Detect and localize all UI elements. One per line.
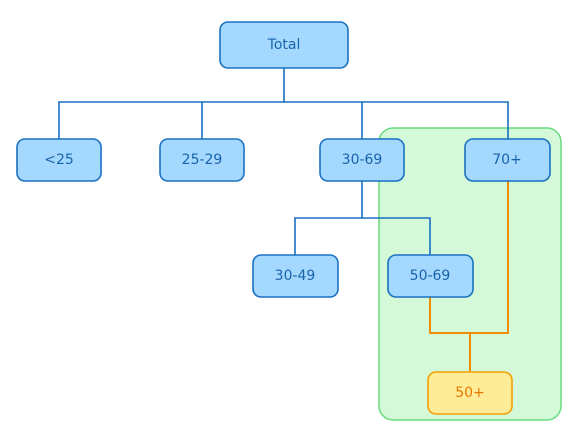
node-50-plus[interactable]: 50+ bbox=[427, 371, 513, 415]
merge-connectors bbox=[429, 180, 509, 373]
node-total-label: Total bbox=[267, 37, 301, 53]
node-30-69-label: 30-69 bbox=[342, 152, 383, 168]
node-30-69-box bbox=[319, 138, 405, 182]
node-70-plus-label: 70+ bbox=[492, 152, 522, 168]
node-under-25-box bbox=[16, 138, 102, 182]
node-25-29-label: 25-29 bbox=[182, 152, 223, 168]
node-total-box bbox=[219, 21, 349, 69]
node-30-49[interactable]: 30-49 bbox=[252, 254, 339, 298]
node-70-plus[interactable]: 70+ bbox=[464, 138, 551, 182]
node-under-25[interactable]: <25 bbox=[16, 138, 102, 182]
node-30-69[interactable]: 30-69 bbox=[319, 138, 405, 182]
node-under-25-label: <25 bbox=[44, 152, 74, 168]
node-50-plus-box bbox=[427, 371, 513, 415]
node-50-69-box bbox=[387, 254, 474, 298]
node-50-plus-label: 50+ bbox=[455, 385, 485, 401]
node-30-49-label: 30-49 bbox=[275, 268, 316, 284]
node-30-49-box bbox=[252, 254, 339, 298]
node-total[interactable]: Total bbox=[219, 21, 349, 69]
connector-50-69-to-merge bbox=[429, 296, 509, 334]
node-70-plus-box bbox=[464, 138, 551, 182]
node-25-29[interactable]: 25-29 bbox=[159, 138, 245, 182]
node-50-69-label: 50-69 bbox=[410, 268, 451, 284]
tree-connectors bbox=[58, 67, 509, 256]
node-25-29-box bbox=[159, 138, 245, 182]
node-50-69[interactable]: 50-69 bbox=[387, 254, 474, 298]
